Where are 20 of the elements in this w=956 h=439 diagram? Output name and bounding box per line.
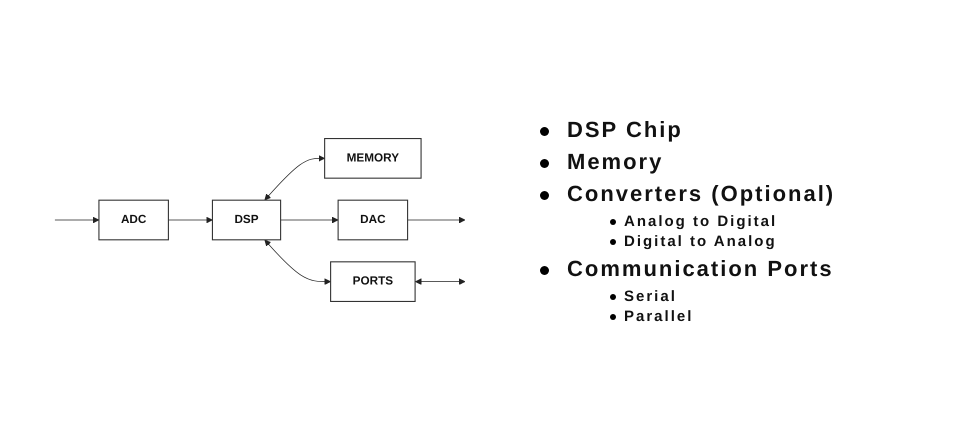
arrow [168,216,213,223]
arrow [415,278,466,284]
list-item: Converters (Optional) [567,181,836,206]
list-item: Communication Ports [567,256,834,281]
arrow [54,216,100,223]
node-box: DSP [212,199,282,240]
list-item: Serial [624,288,677,305]
node-box: DAC [338,199,408,240]
list-item: Analog to Digital [624,213,778,230]
list-item: Digital to Analog [624,233,777,250]
list-item: DSP Chip [567,117,683,142]
node-box: MEMORY [324,138,422,178]
node-box: PORTS [330,260,416,302]
arrow [280,216,338,223]
arrow [407,216,466,223]
list-item: Parallel [624,308,694,325]
list-item: Memory [567,149,664,174]
arrow [264,239,331,284]
node-box: ADC [98,199,169,240]
arrow [264,154,325,200]
